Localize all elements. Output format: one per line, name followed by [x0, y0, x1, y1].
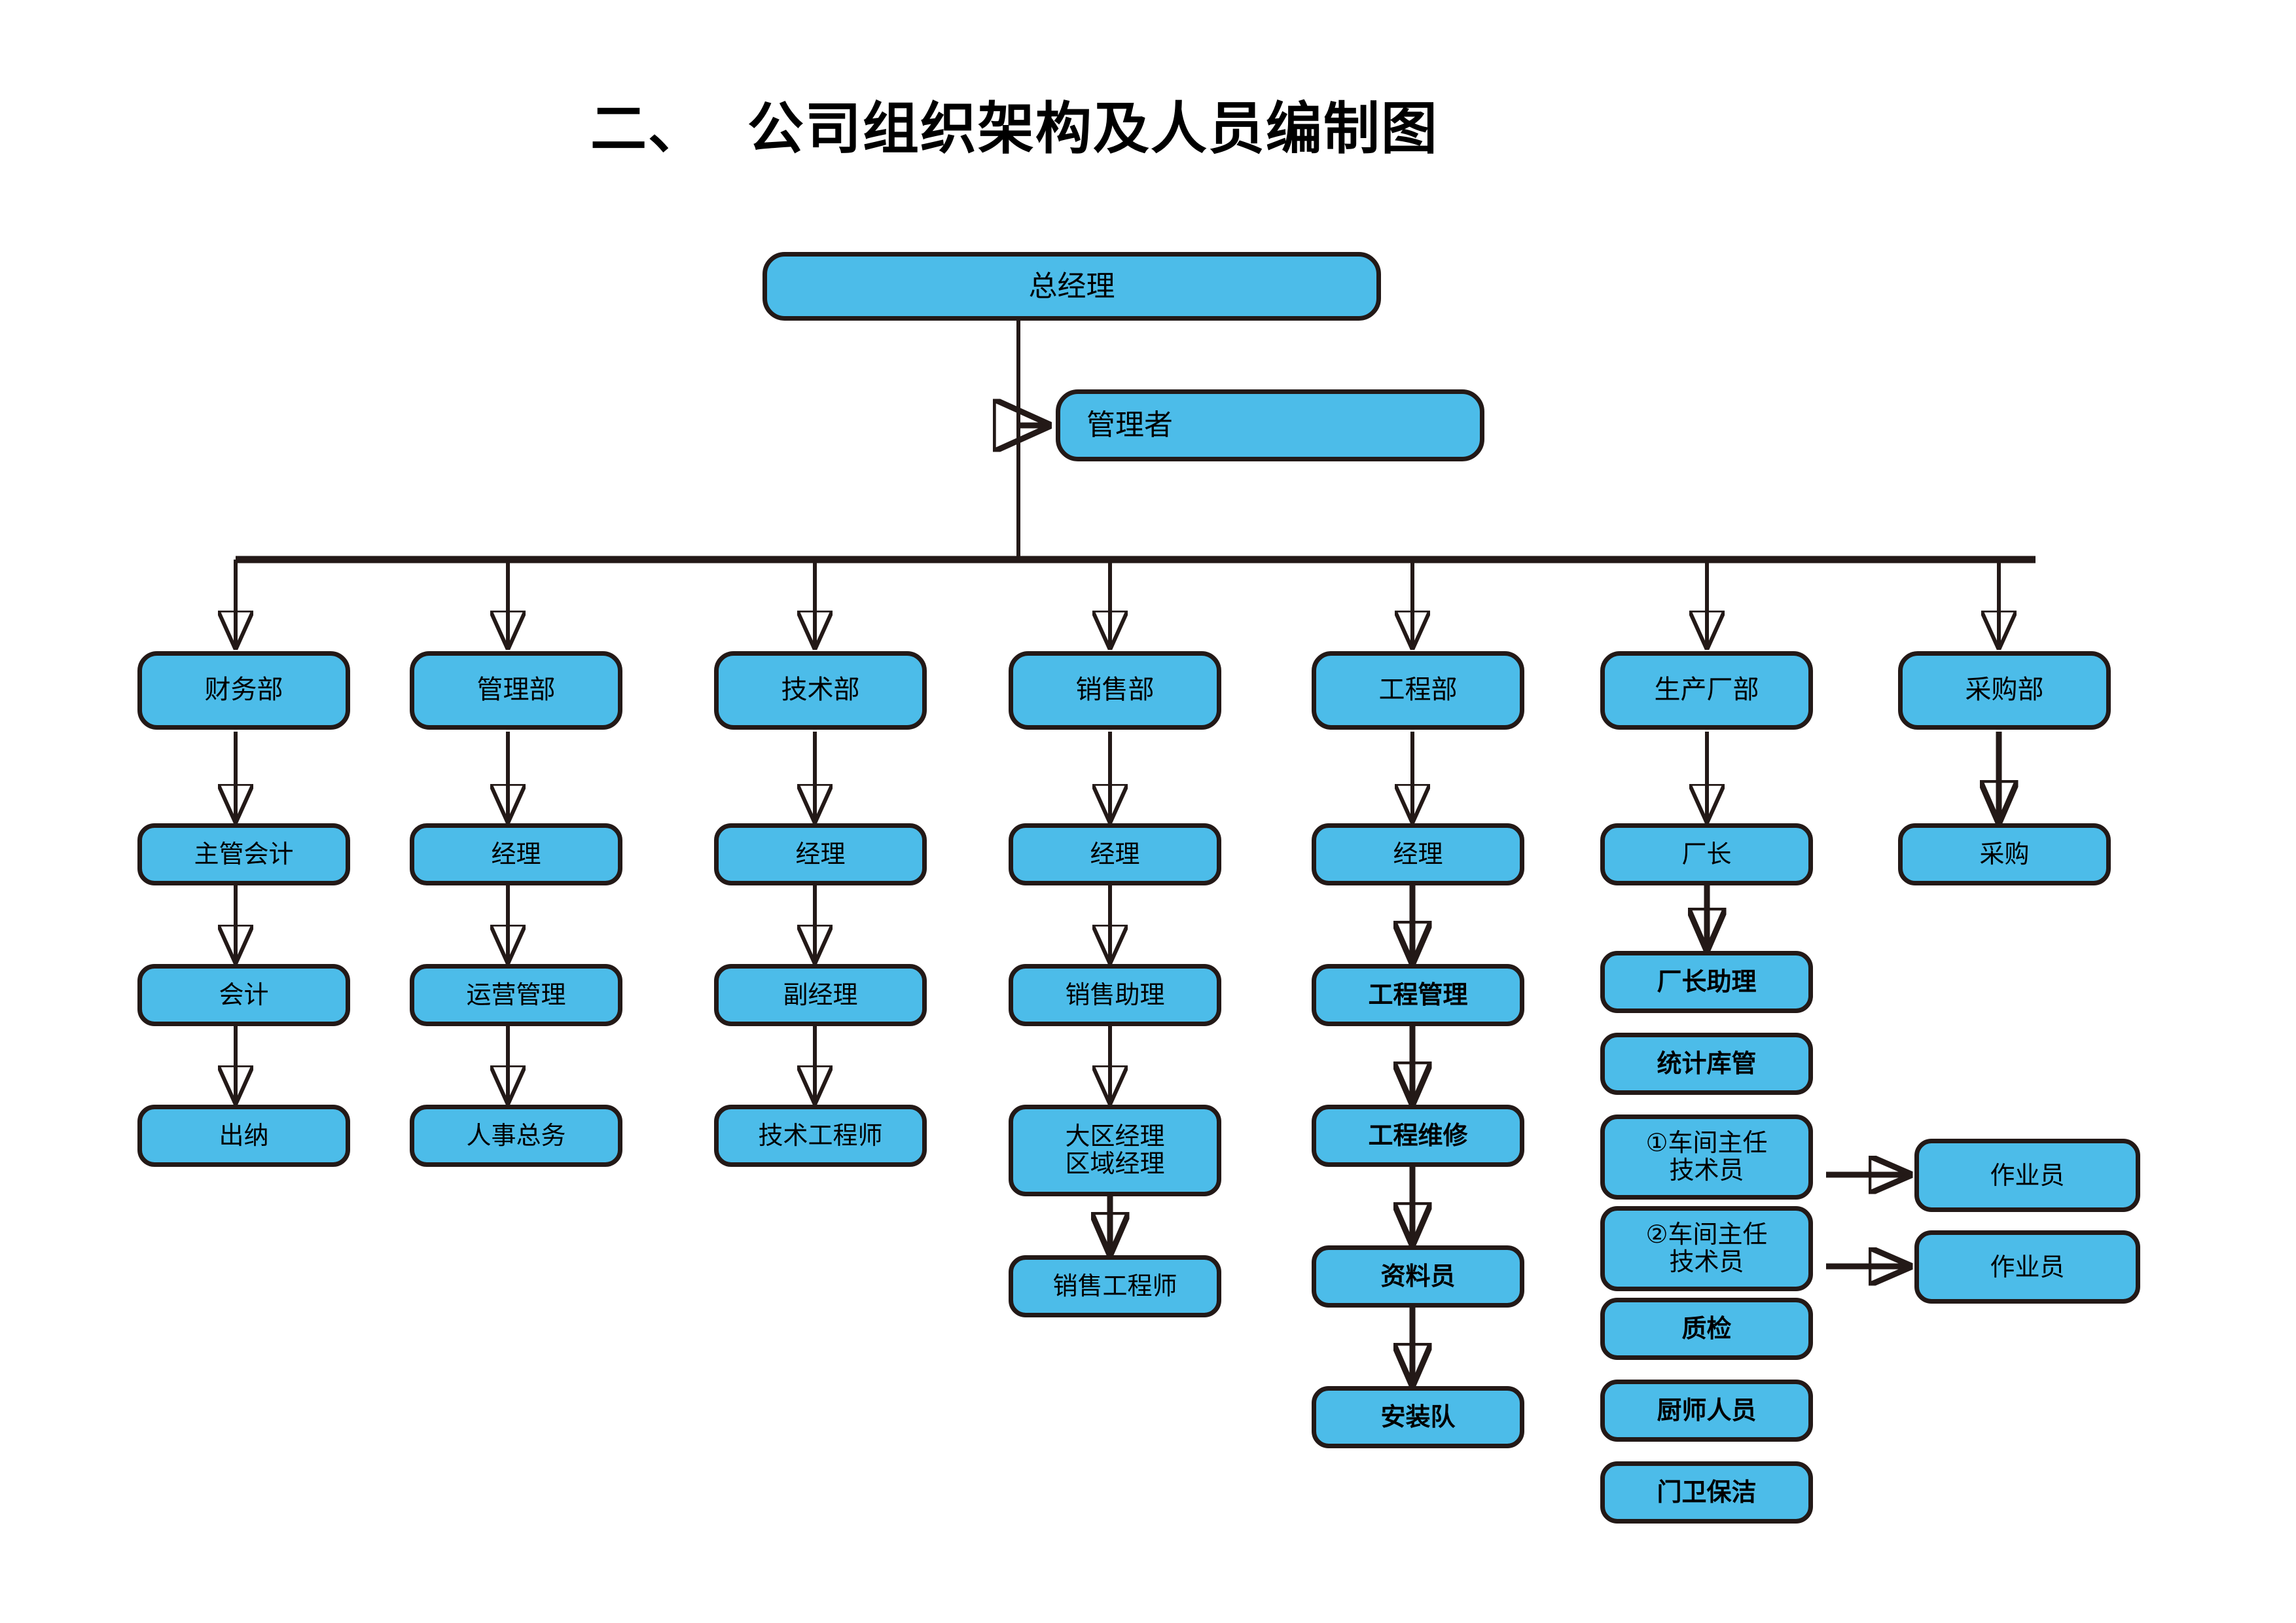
dept-box-sales[interactable]: 销售部 — [1009, 651, 1221, 730]
node-prod-quality-inspection[interactable]: 质检 — [1600, 1298, 1813, 1360]
node-sales-manager[interactable]: 经理 — [1009, 823, 1221, 885]
dept-box-administration[interactable]: 管理部 — [410, 651, 622, 730]
node-prod-kitchen-staff[interactable]: 厨师人员 — [1600, 1380, 1813, 1442]
dept-box-engineering[interactable]: 工程部 — [1312, 651, 1524, 730]
node-eng-management[interactable]: 工程管理 — [1312, 964, 1524, 1026]
node-eng-maintenance[interactable]: 工程维修 — [1312, 1105, 1524, 1167]
node-eng-document-clerk[interactable]: 资料员 — [1312, 1245, 1524, 1308]
node-operator-1[interactable]: 作业员 — [1914, 1139, 2140, 1212]
node-eng-manager[interactable]: 经理 — [1312, 823, 1524, 885]
node-tech-manager[interactable]: 经理 — [714, 823, 927, 885]
node-prod-director-assistant[interactable]: 厂长助理 — [1600, 951, 1813, 1013]
node-operator-2[interactable]: 作业员 — [1914, 1230, 2140, 1304]
node-tech-deputy-manager[interactable]: 副经理 — [714, 964, 927, 1026]
node-tech-engineer[interactable]: 技术工程师 — [714, 1105, 927, 1167]
node-eng-installation-team[interactable]: 安装队 — [1312, 1386, 1524, 1448]
node-general-manager[interactable]: 总经理 — [762, 252, 1381, 321]
dept-box-technology[interactable]: 技术部 — [714, 651, 927, 730]
node-finance-chief-accountant[interactable]: 主管会计 — [137, 823, 350, 885]
node-prod-workshop-director-2[interactable]: ②车间主任 技术员 — [1600, 1206, 1813, 1291]
dept-box-production[interactable]: 生产厂部 — [1600, 651, 1813, 730]
node-admin-operations[interactable]: 运营管理 — [410, 964, 622, 1026]
node-prod-workshop-director-1[interactable]: ①车间主任 技术员 — [1600, 1115, 1813, 1200]
node-admin-hr-general-affairs[interactable]: 人事总务 — [410, 1105, 622, 1167]
node-admin-manager[interactable]: 经理 — [410, 823, 622, 885]
node-prod-gate-cleaning[interactable]: 门卫保洁 — [1600, 1461, 1813, 1524]
dept-box-finance[interactable]: 财务部 — [137, 651, 350, 730]
node-manager[interactable]: 管理者 — [1056, 389, 1484, 461]
node-sales-regional-manager[interactable]: 大区经理 区域经理 — [1009, 1105, 1221, 1196]
dept-box-purchasing[interactable]: 采购部 — [1898, 651, 2111, 730]
page-title: 二、 公司组织架构及人员编制图 — [590, 96, 1439, 162]
node-sales-engineer[interactable]: 销售工程师 — [1009, 1255, 1221, 1317]
node-finance-cashier[interactable]: 出纳 — [137, 1105, 350, 1167]
node-purchasing-buyer[interactable]: 采购 — [1898, 823, 2111, 885]
node-prod-factory-director[interactable]: 厂长 — [1600, 823, 1813, 885]
node-finance-accountant[interactable]: 会计 — [137, 964, 350, 1026]
node-sales-assistant[interactable]: 销售助理 — [1009, 964, 1221, 1026]
node-prod-statistics-warehouse[interactable]: 统计库管 — [1600, 1033, 1813, 1095]
